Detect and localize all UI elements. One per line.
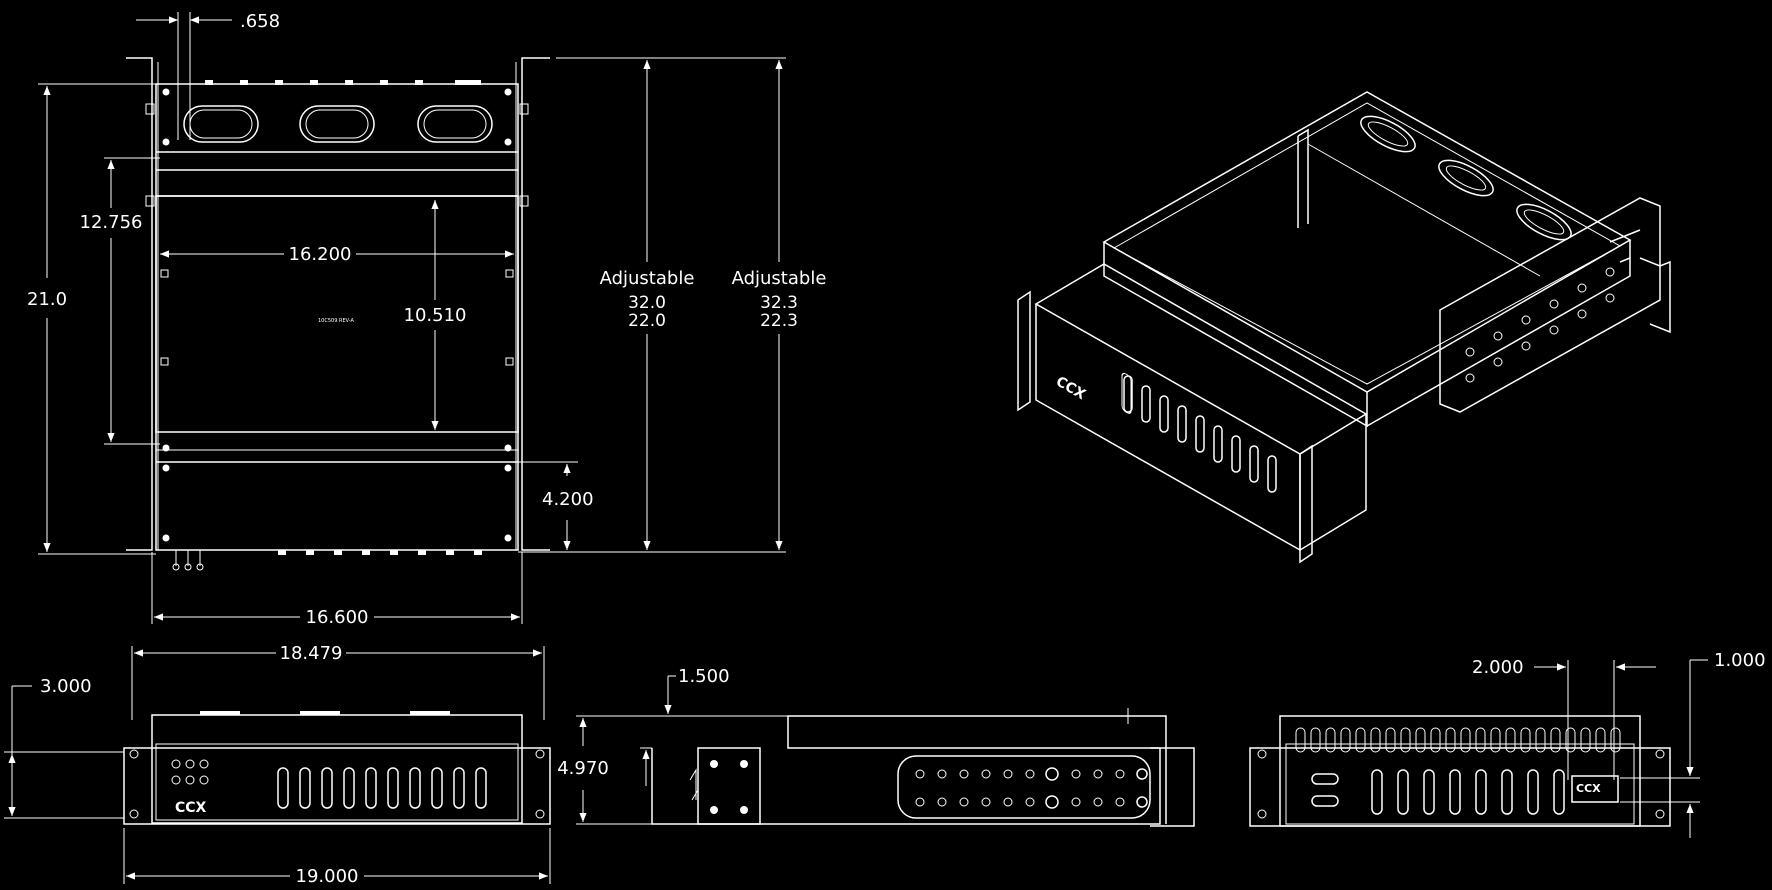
rear-slots (1295, 727, 1621, 753)
dim-side-offset: 1.500 (678, 666, 730, 687)
iso-logo: CCX (1053, 374, 1088, 404)
dim-bottom-section: 4.200 (542, 489, 594, 510)
part-label: 10C509 REV-A (318, 318, 354, 324)
adjustable-b-max: 32.3 (760, 293, 798, 313)
adjustable-a-max: 32.0 (628, 293, 666, 313)
rear-view: CCX 2.000 1.000 (1249, 650, 1766, 838)
dim-inner-height: 12.756 (80, 212, 143, 233)
iso-rail-holes (1465, 267, 1615, 383)
side-holes (915, 767, 1148, 809)
mount-holes (162, 88, 512, 542)
top-view: 10C509 REV-A .658 21.0 (27, 11, 826, 628)
adjustable-a-min: 22.0 (628, 311, 666, 331)
iso-oval-slots (1360, 115, 1572, 241)
oval-cutouts (183, 105, 493, 143)
front-logo: CCX (175, 800, 207, 816)
dim-rear-spacing-a: 2.000 (1472, 657, 1524, 678)
dim-front-height: 3.000 (40, 676, 92, 697)
iso-connector-row (1123, 375, 1277, 493)
rear-connectors (1371, 769, 1565, 815)
front-view: CCX 18.479 19.000 3.000 (4, 643, 551, 887)
dim-inner-width: 16.200 (289, 244, 352, 265)
front-connectors (277, 767, 487, 809)
isometric-view: CCX (1017, 91, 1671, 564)
adjustable-b-label: Adjustable (732, 268, 827, 289)
adjustable-b-min: 22.3 (760, 311, 798, 331)
dim-window-height: 10.510 (404, 305, 467, 326)
dim-overall-height: 21.0 (27, 289, 67, 310)
top-bumps (205, 80, 481, 85)
rear-logo: CCX (1576, 782, 1601, 795)
side-view: 1.500 4.970 (557, 666, 1195, 827)
bottom-bumps (278, 550, 482, 555)
dim-front-inner-width: 18.479 (280, 643, 343, 664)
dim-side-height: 4.970 (557, 758, 609, 779)
dim-flange-offset: .658 (240, 11, 280, 32)
dim-rail-width: 16.600 (306, 607, 369, 628)
bottom-studs (172, 550, 204, 571)
dim-rear-spacing-b: 1.000 (1714, 650, 1766, 671)
front-small-connectors (171, 759, 209, 785)
adjustable-a-label: Adjustable (600, 268, 695, 289)
dim-front-overall-width: 19.000 (296, 866, 359, 887)
